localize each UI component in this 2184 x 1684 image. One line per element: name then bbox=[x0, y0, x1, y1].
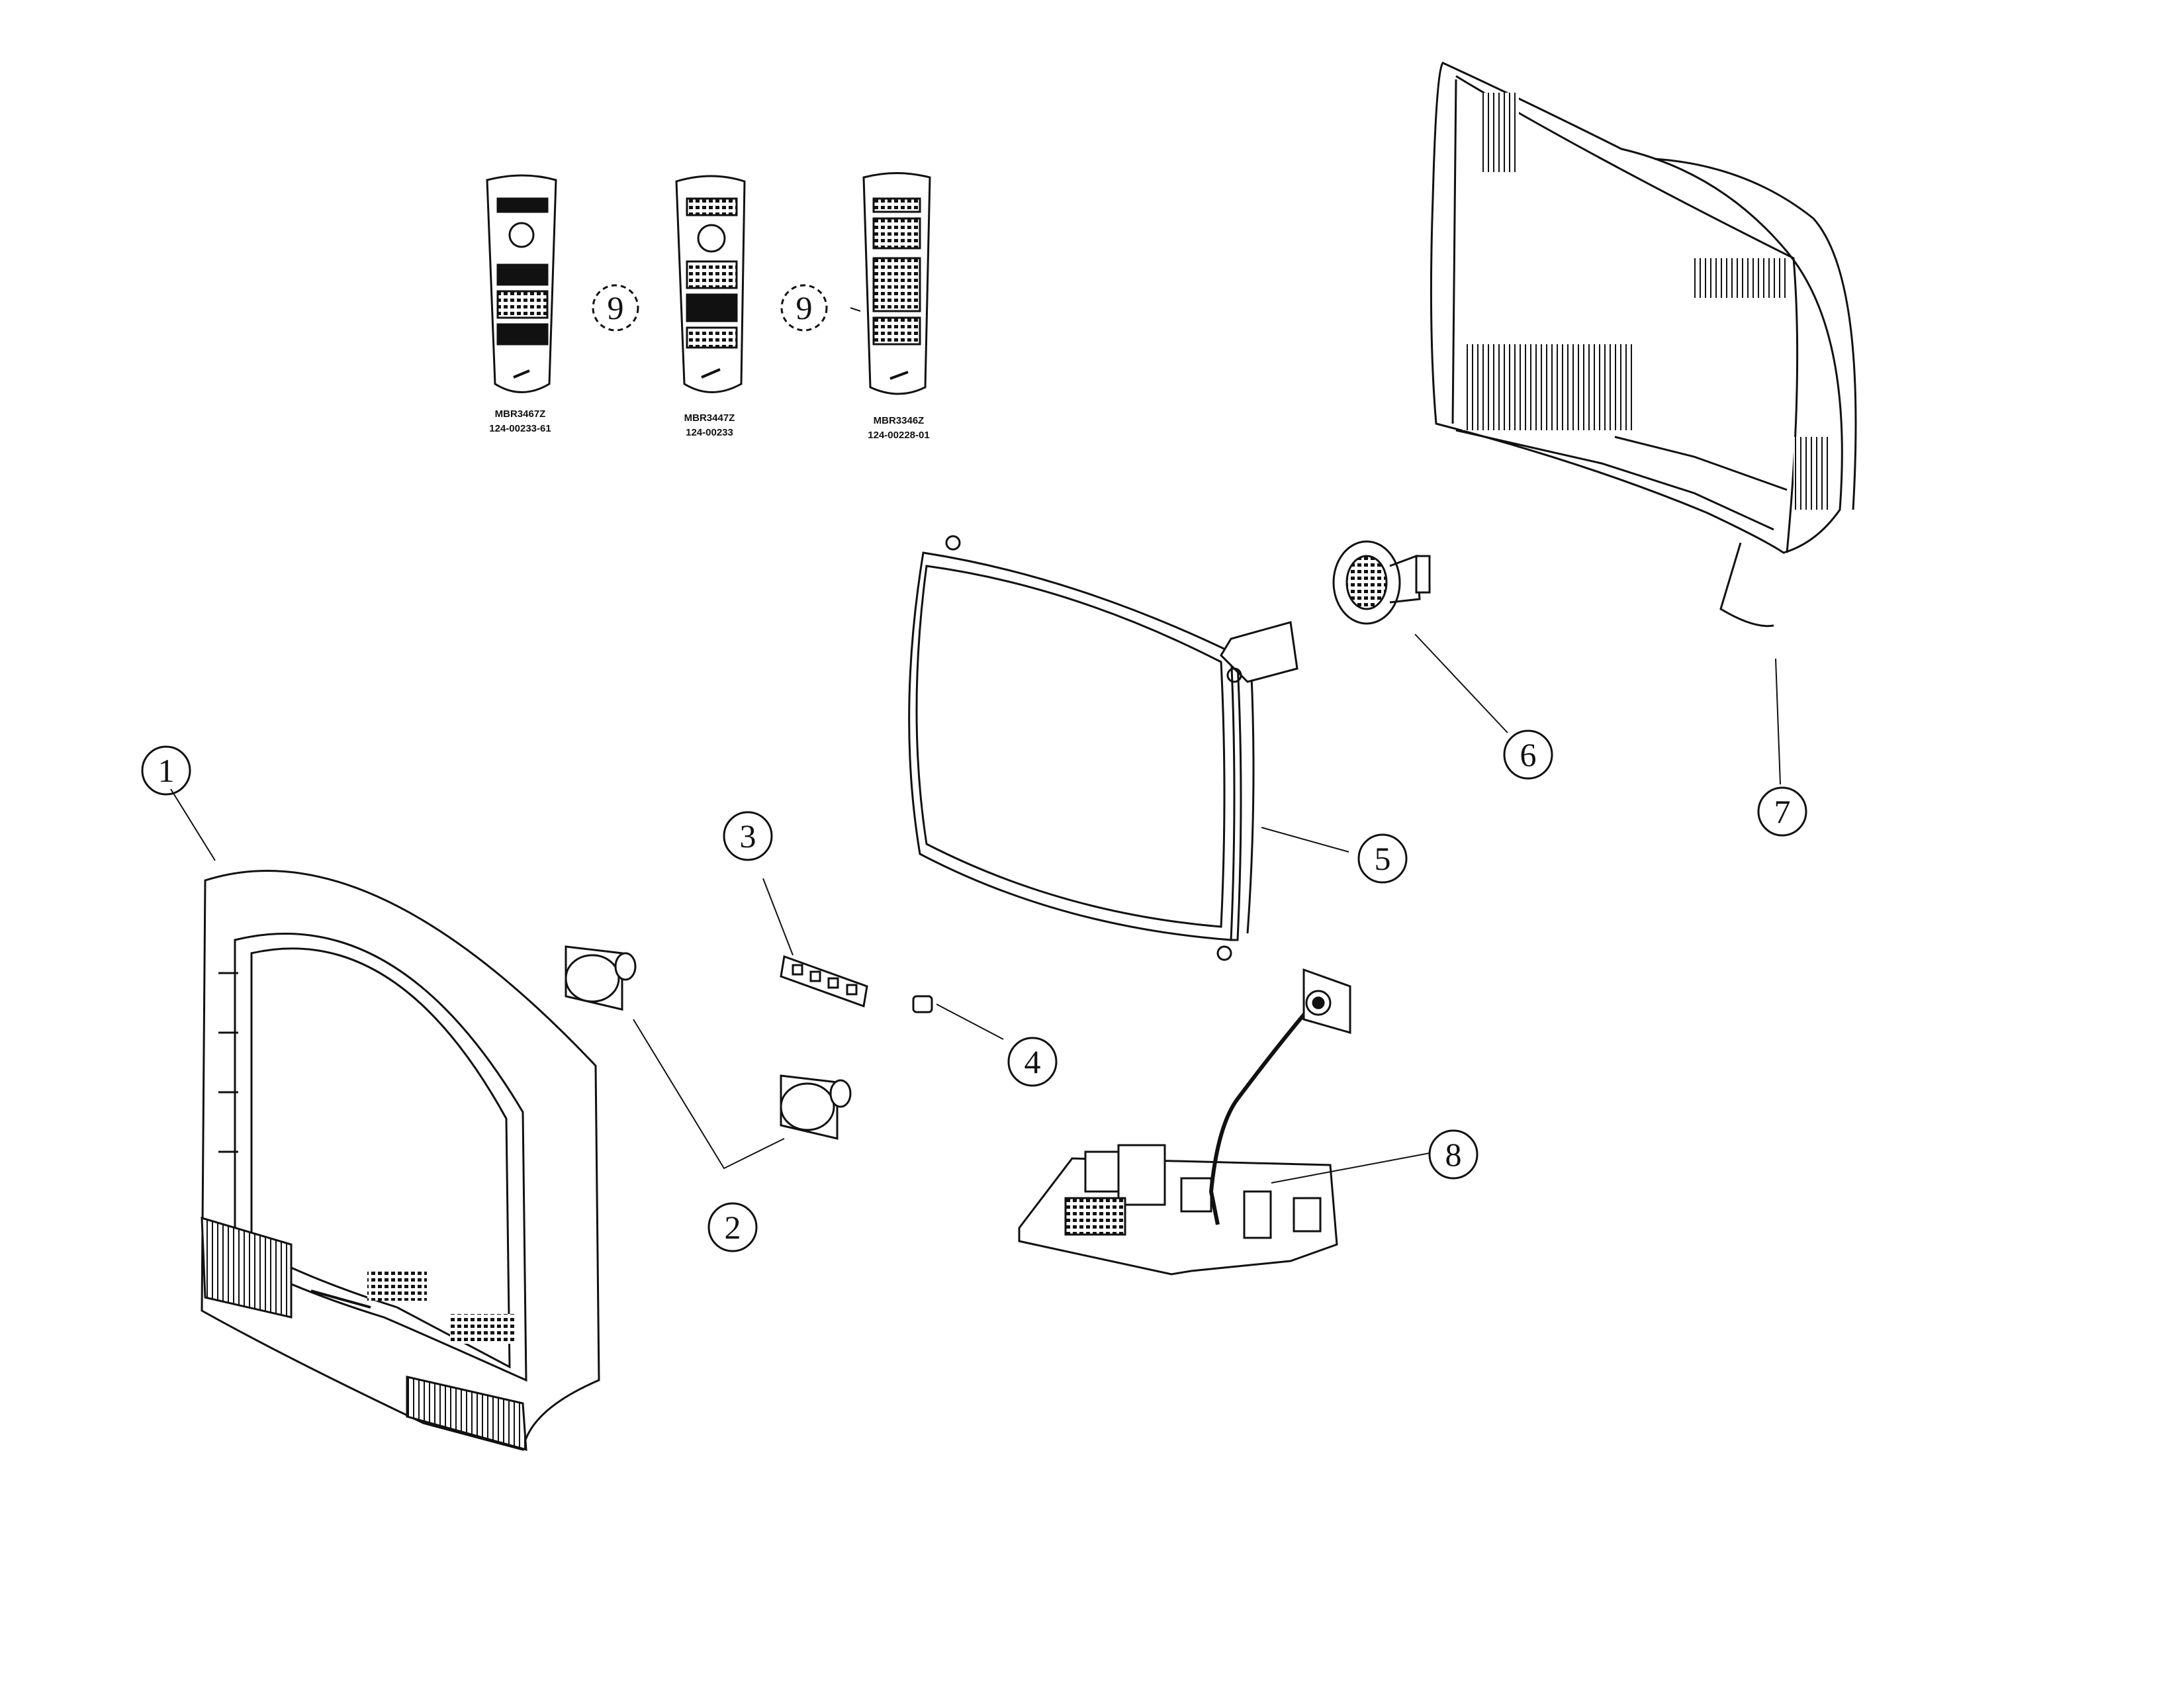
callout-4-number: 4 bbox=[1024, 1043, 1041, 1080]
leader-lines bbox=[170, 307, 1781, 1184]
callout-3-number: 3 bbox=[740, 818, 756, 855]
callout-8-number: 8 bbox=[1445, 1136, 1462, 1173]
remote-2-part-number: 124-00233 bbox=[686, 427, 733, 438]
remote-controls-group: MBR3467Z 124-00233-61 MBR3447Z 124-00233… bbox=[486, 172, 931, 441]
callout-5-number: 5 bbox=[1375, 840, 1391, 877]
callout-1-circle bbox=[141, 745, 191, 796]
callout-9a-number: 9 bbox=[608, 289, 624, 326]
remote-control-1-illustration bbox=[486, 174, 557, 393]
callout-5-circle bbox=[1357, 833, 1408, 884]
deflection-yoke-illustration bbox=[1332, 540, 1431, 625]
callout-7-circle bbox=[1757, 786, 1807, 837]
callout-8-circle bbox=[1428, 1129, 1479, 1180]
callout-9b-circle bbox=[780, 284, 828, 332]
callout-6-number: 6 bbox=[1520, 736, 1537, 773]
picture-tube-illustration bbox=[908, 535, 1298, 961]
callout-3-circle bbox=[723, 811, 773, 861]
remote-2-model-label: MBR3447Z bbox=[684, 412, 735, 424]
remote-3-part-number: 124-00228-01 bbox=[868, 430, 929, 441]
callout-2-number: 2 bbox=[725, 1209, 741, 1246]
remote-1-model-label: MBR3467Z bbox=[495, 408, 546, 420]
callout-9b-number: 9 bbox=[796, 289, 813, 326]
remote-control-3-illustration bbox=[862, 172, 931, 395]
callout-1-number: 1 bbox=[158, 752, 175, 789]
callout-7-number: 7 bbox=[1774, 793, 1791, 830]
main-pcb-illustration bbox=[1018, 968, 1351, 1276]
power-knob-illustration bbox=[912, 995, 933, 1013]
callout-4-circle bbox=[1007, 1037, 1058, 1087]
front-cabinet-illustration bbox=[201, 869, 600, 1452]
control-button-bar-illustration bbox=[780, 955, 868, 1008]
remote-1-part-number: 124-00233-61 bbox=[489, 423, 551, 434]
callout-9a-circle bbox=[592, 284, 639, 332]
remote-control-2-illustration bbox=[675, 175, 746, 393]
callout-circles bbox=[141, 284, 1807, 1252]
callout-2-circle bbox=[707, 1202, 758, 1252]
back-cabinet-illustration bbox=[1430, 62, 1857, 628]
callout-6-circle bbox=[1503, 729, 1553, 780]
callout-numbers: 1 2 3 4 5 6 7 8 9 9 bbox=[158, 289, 1791, 1246]
remote-3-model-label: MBR3346Z bbox=[874, 415, 925, 426]
speakers-illustration bbox=[565, 945, 852, 1140]
